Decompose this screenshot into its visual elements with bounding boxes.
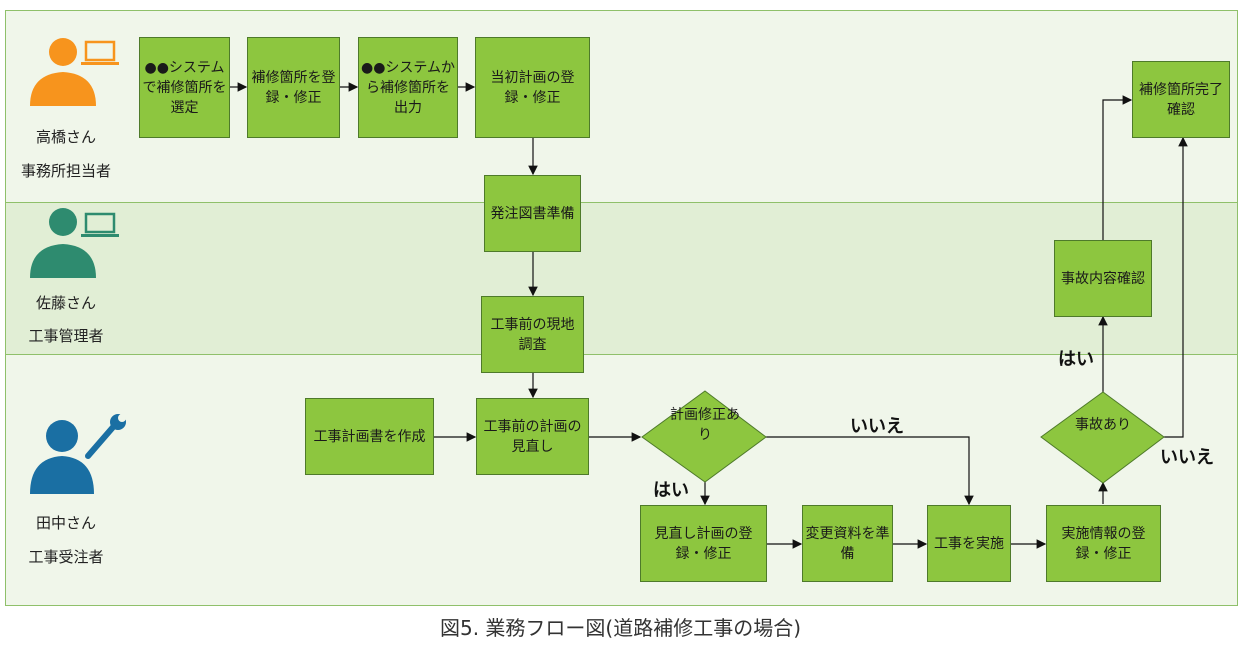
process-box: 見直し計画の登録・修正 <box>640 505 767 582</box>
person-wrench-icon <box>30 414 126 494</box>
person-role-label: 工事受注者 <box>28 548 104 566</box>
figure-caption: 図5. 業務フロー図(道路補修工事の場合) <box>439 616 802 640</box>
person-role-label: 事務所担当者 <box>20 162 111 180</box>
arrow <box>1102 95 1133 240</box>
decision-label: 計画修正あり <box>670 407 740 443</box>
answer-yes-label: はい <box>1058 349 1094 370</box>
arrow <box>766 436 974 506</box>
answer-no-label: いいえ <box>850 416 904 437</box>
person-name-label: 高橋さん <box>35 128 96 146</box>
person-role-label: 工事管理者 <box>28 327 104 345</box>
person-name-label: 佐藤さん <box>35 294 96 312</box>
process-box: 工事計画書を作成 <box>305 398 434 475</box>
process-box: ●●システムで補修箇所を選定 <box>139 37 230 138</box>
lane-manager <box>5 202 1238 355</box>
person-name-label: 田中さん <box>35 514 96 532</box>
process-box: 変更資料を準備 <box>802 505 893 582</box>
process-box: 補修箇所完了確認 <box>1132 61 1230 138</box>
process-box: 発注図書準備 <box>484 175 581 252</box>
process-box: ●●システムから補修箇所を出力 <box>358 37 458 138</box>
process-box: 工事を実施 <box>927 505 1011 582</box>
arrow <box>1164 136 1188 438</box>
process-box: 実施情報の登録・修正 <box>1046 505 1161 582</box>
decision-diamond <box>1040 391 1165 484</box>
person-laptop-icon <box>30 208 119 278</box>
lane-contractor <box>5 354 1238 606</box>
process-box: 工事前の現地調査 <box>481 296 584 373</box>
decision-label: 事故あり <box>1075 417 1131 433</box>
process-box: 事故内容確認 <box>1054 240 1152 317</box>
decision-diamond <box>641 390 767 483</box>
answer-no-label: いいえ <box>1160 447 1214 468</box>
answer-yes-label: はい <box>653 480 689 501</box>
person-laptop-icon <box>30 38 119 106</box>
process-box: 補修箇所を登録・修正 <box>247 37 340 138</box>
process-box: 工事前の計画の見直し <box>476 398 589 475</box>
process-box: 当初計画の登録・修正 <box>475 37 590 138</box>
